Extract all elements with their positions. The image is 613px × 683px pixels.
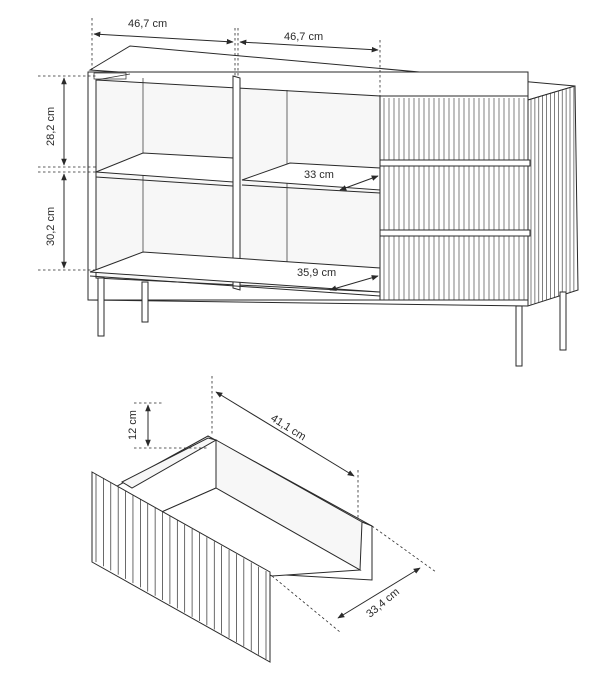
sideboard-dimensions: 46,7 cm 46,7 cm 28,2 cm 30,2 cm 33 cm 35… [38, 18, 381, 291]
drawer-separator-upper [379, 159, 531, 167]
drawer-length-arrow [215, 391, 355, 477]
drawer-front-flutes [95, 474, 267, 659]
front-flutes [383, 98, 525, 300]
width-right-label: 46,7 cm [284, 31, 323, 43]
drawer-front [91, 471, 271, 663]
shelf-depth-label: 33 cm [304, 169, 334, 181]
width-left-arrow [93, 31, 234, 45]
side-flutes [530, 86, 575, 305]
left-shelf [95, 152, 234, 183]
bottom-depth-arrow [329, 275, 379, 291]
drawer-separator-lower [379, 229, 531, 237]
leg-front-left [97, 277, 105, 337]
shelf-depth-arrow [339, 175, 379, 191]
sideboard-side-panel [527, 85, 579, 307]
leg-back-right [559, 291, 567, 351]
leg-front-right [515, 305, 523, 367]
drawer-height-label: 12 cm [127, 410, 139, 440]
sideboard [87, 45, 579, 367]
height-upper-label: 28,2 cm [45, 107, 57, 146]
width-right-arrow [239, 39, 379, 53]
middle-divider [232, 75, 241, 291]
height-lower-label: 30,2 cm [45, 207, 57, 246]
bottom-depth-label: 35,9 cm [297, 267, 336, 279]
drawer [91, 435, 373, 663]
drawer-width-arrow [337, 567, 421, 619]
width-left-label: 46,7 cm [128, 18, 167, 30]
leg-back-left [141, 281, 149, 323]
